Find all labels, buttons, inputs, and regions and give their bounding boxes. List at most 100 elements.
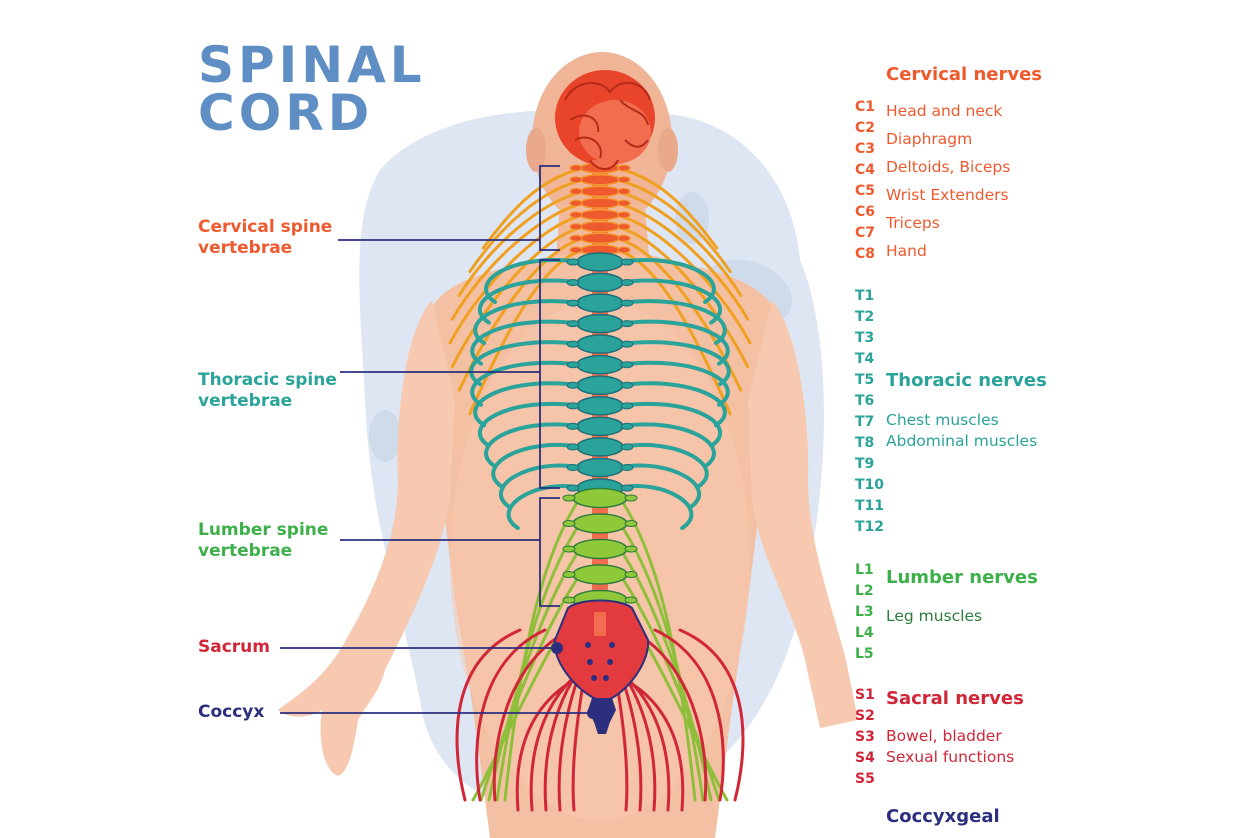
vertebra-process bbox=[566, 299, 580, 307]
nerve-branch bbox=[614, 213, 752, 345]
vertebra bbox=[576, 293, 624, 313]
vertebra bbox=[576, 437, 624, 457]
cervical-nerves-heading: Cervical nerves bbox=[886, 64, 1043, 85]
vertebra-process bbox=[562, 494, 576, 502]
coccyx-marker bbox=[587, 707, 599, 719]
vertebra-process bbox=[624, 520, 638, 527]
vertebra-process bbox=[562, 596, 576, 604]
vertebra bbox=[572, 564, 628, 585]
vertebra-process bbox=[617, 223, 631, 231]
nerve-branch bbox=[468, 178, 586, 274]
lumbar-nerves-heading: Lumber nerves bbox=[886, 567, 1038, 588]
rib-nerve bbox=[618, 319, 730, 366]
vertebra bbox=[572, 487, 628, 509]
thoracic-nerves-heading: Thoracic nerves bbox=[886, 370, 1047, 391]
vertebra-process bbox=[566, 484, 580, 492]
nerve-branch bbox=[614, 189, 743, 297]
sacral-nerve bbox=[455, 628, 522, 802]
vertebra-process bbox=[620, 443, 634, 451]
vertebra bbox=[572, 538, 628, 560]
rib-nerve bbox=[478, 278, 582, 325]
rib-nerve bbox=[618, 442, 709, 489]
rib-nerve bbox=[618, 340, 731, 387]
rib-nerve bbox=[618, 401, 722, 448]
vertebra bbox=[579, 173, 621, 186]
vertebra-process bbox=[617, 176, 631, 184]
vertebra-process bbox=[562, 545, 576, 553]
sacrum-marker bbox=[551, 642, 563, 654]
vertebra-process bbox=[620, 340, 634, 348]
sacral-nerve bbox=[515, 670, 592, 812]
sacral-nerves-heading: Sacral nerves bbox=[886, 688, 1024, 709]
vertebra bbox=[579, 209, 621, 221]
vertebra bbox=[576, 272, 624, 293]
vertebra-process bbox=[569, 199, 583, 207]
sacral-nerve bbox=[475, 628, 547, 802]
vertebra-process bbox=[620, 299, 634, 307]
vertebra-process bbox=[566, 381, 580, 389]
vertebra-process bbox=[617, 211, 631, 219]
vertebra-process bbox=[617, 234, 631, 242]
nerve-branch bbox=[468, 248, 586, 416]
rib-nerve bbox=[484, 422, 582, 469]
vertebra bbox=[576, 396, 624, 416]
vertebra-process bbox=[566, 279, 580, 287]
rib-nerve bbox=[506, 484, 582, 530]
vertebra-process bbox=[569, 176, 583, 184]
vertebra-process bbox=[569, 246, 583, 254]
coccygeal-heading: Coccyxgeal bbox=[886, 806, 1000, 827]
vertebra-process bbox=[569, 223, 583, 231]
rib-nerve bbox=[618, 360, 730, 407]
vertebra bbox=[579, 197, 621, 209]
vertebra-process bbox=[620, 258, 634, 266]
sacral-nerve bbox=[678, 628, 745, 802]
vertebra-process bbox=[620, 402, 634, 410]
vertebra bbox=[579, 232, 621, 245]
rib-nerve bbox=[470, 360, 582, 407]
nerve-branches bbox=[448, 166, 752, 812]
brain-icon bbox=[555, 70, 655, 170]
vertebra-process bbox=[569, 211, 583, 219]
vertebra-process bbox=[566, 402, 580, 410]
vertebra-process bbox=[624, 545, 638, 553]
spine-illustration bbox=[562, 162, 638, 611]
vertebra bbox=[576, 313, 624, 334]
rib-nerve bbox=[473, 299, 582, 346]
rib-nerve bbox=[618, 484, 694, 530]
sacral-nerve bbox=[653, 628, 725, 802]
rib-nerve bbox=[618, 463, 701, 510]
vertebra-process bbox=[566, 422, 580, 430]
sacral-nerve bbox=[628, 628, 708, 802]
rib-nerve bbox=[478, 401, 582, 448]
nerve-branch bbox=[614, 225, 750, 369]
nerve-branch bbox=[614, 166, 719, 250]
rib-nerve bbox=[618, 299, 727, 346]
rib-nerve bbox=[499, 463, 582, 510]
nerve-branch bbox=[614, 248, 732, 416]
vertebra-process bbox=[620, 463, 634, 471]
vertebra-process bbox=[620, 484, 634, 492]
leader-lines bbox=[280, 165, 592, 714]
coccyx-label: Coccyx bbox=[198, 702, 265, 722]
vertebra bbox=[572, 513, 628, 534]
rib-nerve bbox=[470, 319, 582, 366]
rib-nerve bbox=[618, 422, 716, 469]
vertebra-process bbox=[617, 164, 631, 172]
title-line-1: SPINAL bbox=[198, 36, 426, 94]
vertebra-process bbox=[620, 279, 634, 287]
vertebra-process bbox=[569, 164, 583, 172]
vertebra-process bbox=[569, 234, 583, 242]
vertebra bbox=[576, 416, 624, 437]
vertebra-process bbox=[566, 320, 580, 328]
vertebra-process bbox=[566, 361, 580, 369]
vertebra bbox=[576, 457, 624, 478]
